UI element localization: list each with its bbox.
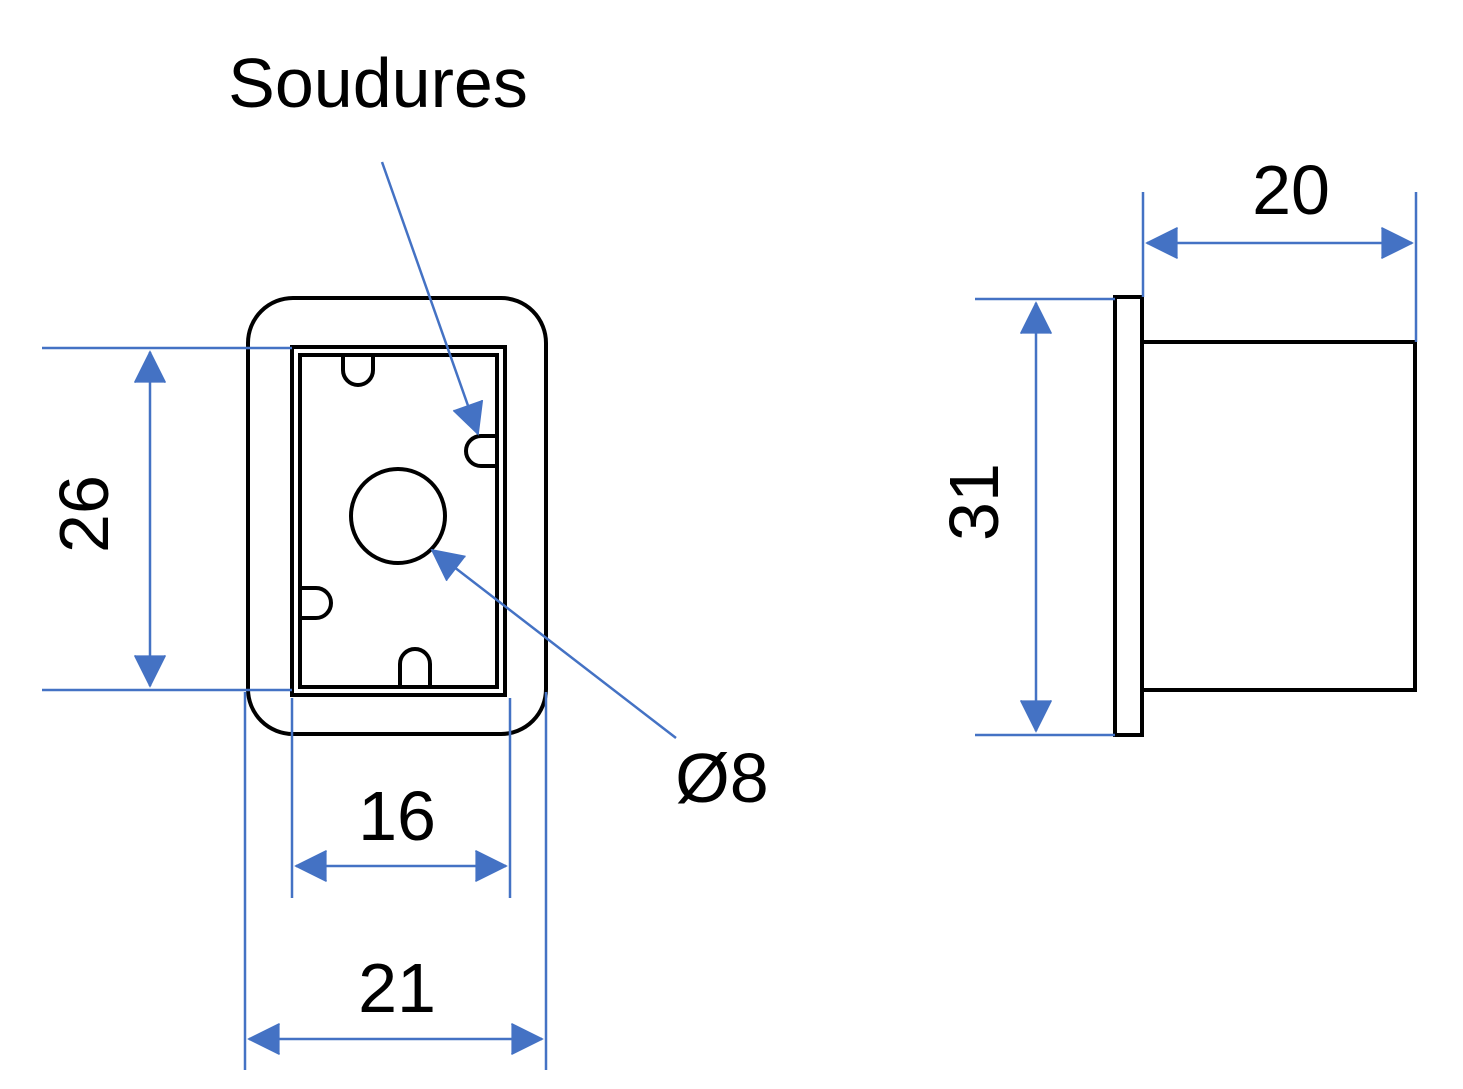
weld-notch-top [341,357,375,387]
front-height-label: 26 [45,475,123,553]
hole-diameter-label: Ø8 [675,739,768,817]
front-view [246,296,548,736]
labels: Soudures Ø8 16 21 20 26 31 [45,44,1330,1027]
welds-label: Soudures [228,44,528,122]
dimension-lines [42,161,1418,1070]
side-flange [1113,295,1144,737]
inner-width-label: 16 [358,777,436,855]
welds-leader [380,161,478,434]
front-plate-inner-edge [298,353,499,689]
center-hole [349,467,447,565]
weld-notch-bottom [398,647,432,685]
front-outer-outline [246,296,548,736]
side-depth-label: 20 [1252,151,1330,229]
outer-width-label: 21 [358,949,436,1027]
side-view [1113,295,1417,737]
front-plate-outer-edge [290,345,507,697]
side-body [1140,340,1417,692]
side-height-label: 31 [935,463,1013,541]
weld-notch-left [302,586,333,620]
hole-leader [432,550,677,739]
weld-notch-right [464,434,495,468]
